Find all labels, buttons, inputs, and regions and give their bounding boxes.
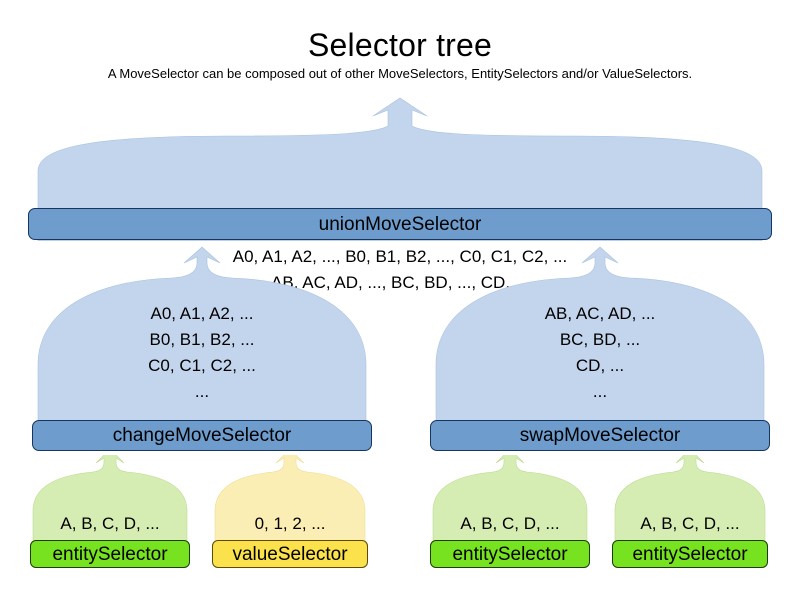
swap-move-selector-label: swapMoveSelector [519,425,681,446]
value-cloud-shape-1 [214,455,366,541]
entity-cloud-shape-3 [614,455,766,541]
node-change-move-selector[interactable]: A0, A1, A2, ... B0, B1, B2, ... C0, C1, … [32,245,372,425]
entity-cloud-shape-2 [432,455,588,541]
entity-selector-1-label: entitySelector [52,543,168,565]
entity-selector-3-bar[interactable]: entitySelector [612,540,768,568]
swap-cloud-shape [435,246,765,425]
entity-selector-3-label: entitySelector [632,543,748,565]
change-move-selector-bar[interactable]: changeMoveSelector [32,420,372,451]
value-selector-1-bar[interactable]: valueSelector [212,540,368,568]
node-entity-selector-2[interactable]: A, B, C, D, ... [430,455,590,541]
union-move-selector-label: unionMoveSelector [318,213,482,235]
entity-cloud-shape-1 [32,455,188,541]
node-entity-selector-1[interactable]: A, B, C, D, ... [30,455,190,541]
node-swap-move-selector[interactable]: AB, AC, AD, ... BC, BD, ... CD, ... ... [430,245,770,425]
value-selector-1-label: valueSelector [232,543,348,565]
page-subtitle: A MoveSelector can be composed out of ot… [107,66,693,81]
entity-selector-2-label: entitySelector [452,543,568,565]
swap-move-selector-bar[interactable]: swapMoveSelector [430,420,770,451]
change-move-selector-label: changeMoveSelector [112,425,292,446]
union-move-selector-bar[interactable]: unionMoveSelector [28,208,772,240]
node-value-selector-1[interactable]: 0, 1, 2, ... [212,455,368,541]
page-title: Selector tree [307,27,493,63]
union-cloud-shape [37,97,763,241]
entity-selector-2-bar[interactable]: entitySelector [430,540,590,568]
node-entity-selector-3[interactable]: A, B, C, D, ... [612,455,768,541]
change-cloud-shape [37,246,367,425]
entity-selector-1-bar[interactable]: entitySelector [30,540,190,568]
